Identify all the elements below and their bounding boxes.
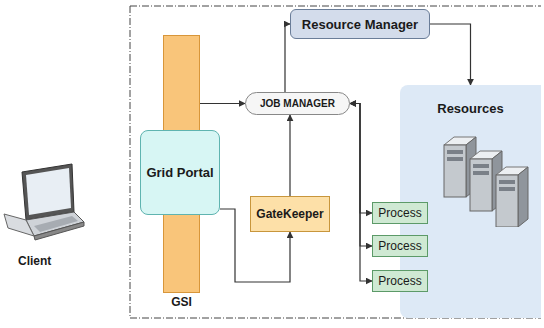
node-text: Resources [437,101,503,116]
server-icon [436,127,536,227]
connector-arrow [350,104,372,282]
node-text: Grid Portal [146,165,213,180]
process-box: Process [372,202,428,224]
connector-arrow [430,24,471,85]
process-box: Process [372,270,428,292]
portal-box: Grid Portal [140,130,220,215]
connector-arrow [350,104,372,214]
node-text: GSI [164,295,199,309]
process-box: Process [372,235,428,257]
node-text: Process [378,274,421,288]
node-text: Process [378,206,421,220]
node-text: Resource Manager [302,17,418,32]
job-manager-pill: JOB MANAGER [245,92,350,115]
laptop-icon [4,164,84,240]
node-text: GateKeeper [256,207,323,221]
connector-arrow [200,103,245,104]
connector-arrow [289,115,290,196]
node-text: JOB MANAGER [260,98,335,109]
connector-arrow [350,104,372,247]
boundary-line [130,6,541,318]
manager-box: Resource Manager [290,9,430,39]
client-label: Client [18,254,51,268]
gatekeeper-box: GateKeeper [250,196,330,232]
node-text: Process [378,239,421,253]
